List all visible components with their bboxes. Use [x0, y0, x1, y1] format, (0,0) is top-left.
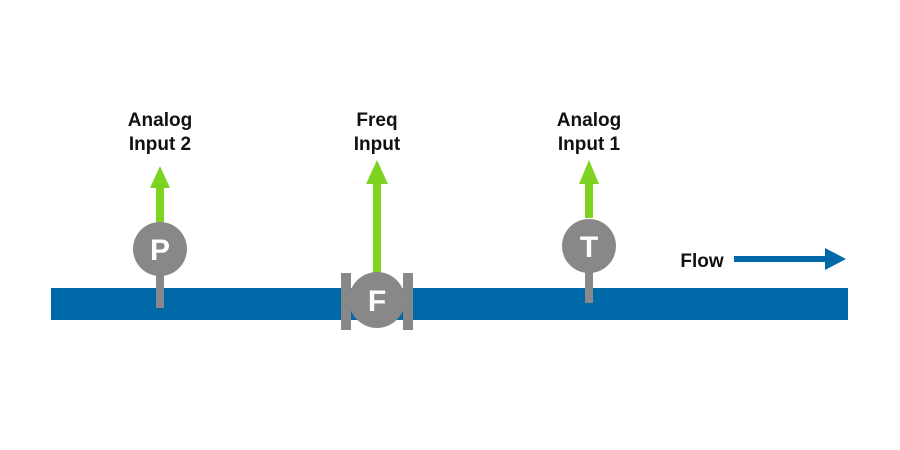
freq-label-line2: Input: [354, 134, 401, 155]
pressure-symbol: P: [150, 234, 170, 267]
flow-meter: Freq Input F: [341, 110, 413, 330]
flow-meter-symbol: F: [368, 285, 386, 318]
pressure-arrow-shaft: [156, 186, 164, 222]
freq-label-line1: Freq: [356, 110, 397, 131]
pressure-circle: [133, 222, 187, 276]
pressure-stem: [156, 270, 164, 308]
flow-arrow-head: [825, 248, 846, 270]
flange-right: [403, 273, 413, 330]
pipe: [51, 288, 848, 320]
pressure-label-line1: Analog: [128, 110, 192, 131]
temp-arrow-shaft: [585, 182, 593, 218]
temp-label-line1: Analog: [557, 110, 621, 131]
temperature-instrument: Analog Input 1 T: [557, 110, 621, 303]
temp-symbol: T: [580, 231, 598, 264]
freq-arrow-head: [366, 160, 388, 184]
flow-label: Flow: [680, 251, 723, 272]
pressure-arrow-head: [150, 166, 170, 188]
temp-circle: [562, 219, 616, 273]
flow-indicator: Flow: [680, 248, 846, 272]
freq-arrow-shaft: [373, 182, 381, 274]
pressure-label-line2: Input 2: [129, 134, 191, 155]
flange-left: [341, 273, 351, 330]
pressure-instrument: Analog Input 2 P: [128, 110, 192, 308]
flow-arrow-shaft: [734, 256, 829, 262]
temp-arrow-head: [579, 160, 599, 184]
temp-label-line2: Input 1: [558, 134, 621, 155]
temp-stem: [585, 265, 593, 303]
flow-meter-circle: [349, 272, 405, 328]
